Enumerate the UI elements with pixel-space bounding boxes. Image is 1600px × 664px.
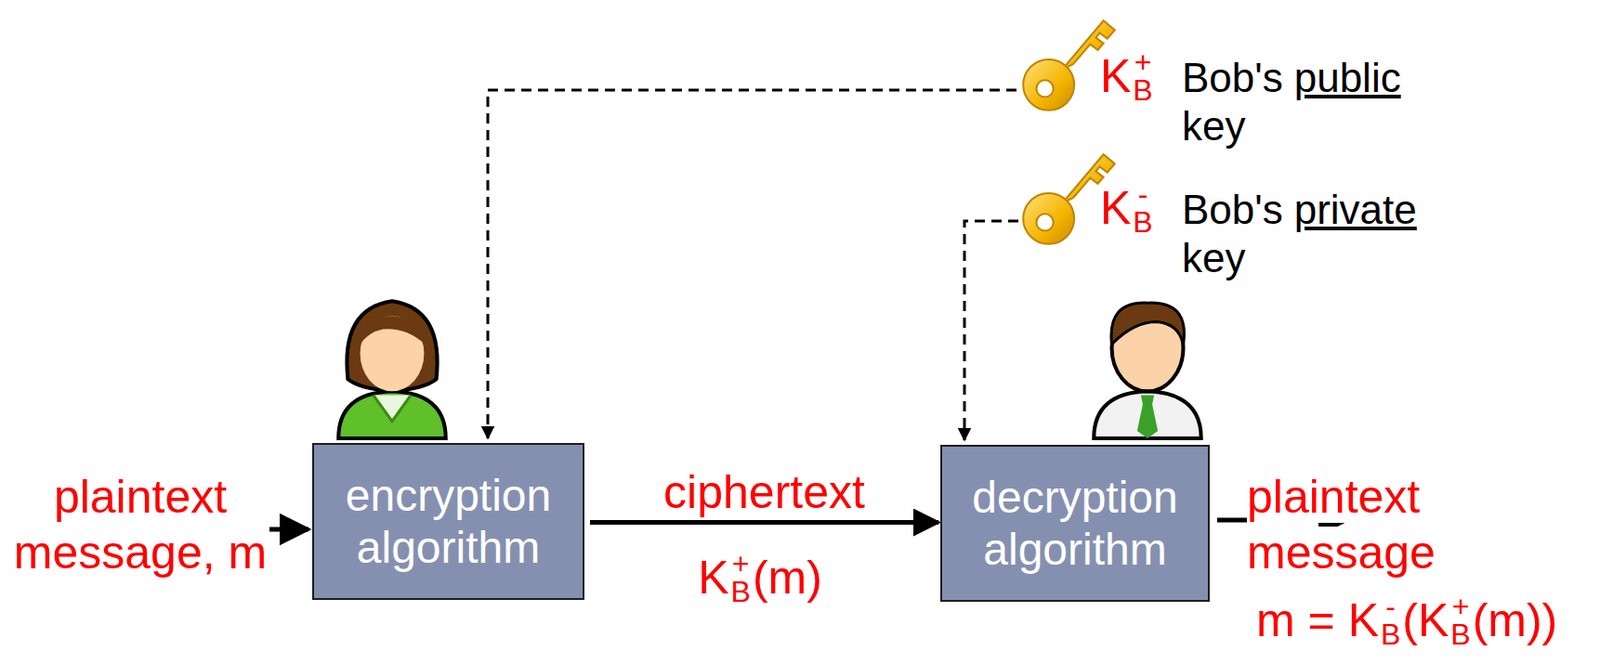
formula: K-B: [1100, 180, 1155, 237]
formula: m = K-B(K+B(m)): [1256, 592, 1558, 650]
superscript: +: [732, 550, 750, 578]
dashed-leader: [964, 221, 1019, 441]
bob-icon: [1093, 302, 1201, 439]
key-caption: Bob'spublic key: [1181, 53, 1461, 151]
subscript: B: [1380, 620, 1401, 649]
connector-arrow: [590, 520, 939, 525]
text-block: plaintext message: [1246, 469, 1489, 581]
caption-word: Bob's: [1181, 53, 1284, 103]
subscript: B: [1132, 208, 1153, 237]
key-caption: Bob'sprivate key: [1181, 185, 1461, 283]
plaintext-label: plaintext message: [1246, 471, 1436, 579]
formula-part: K: [1100, 52, 1131, 100]
dashed-leader: [487, 90, 1017, 439]
superscript: +: [1134, 48, 1153, 77]
box-label: decryption algorithm: [951, 472, 1199, 575]
sup-sub-stack: +B: [1450, 592, 1470, 650]
formula: K+B: [1100, 48, 1155, 105]
input-arrow: [269, 527, 309, 533]
sup-sub-stack: +B: [1132, 48, 1153, 105]
superscript: -: [1385, 592, 1396, 621]
formula-part: (K: [1402, 597, 1449, 644]
caption-word: key: [1181, 102, 1246, 151]
alice-icon: [338, 301, 446, 439]
subscript: B: [731, 577, 751, 606]
caption-word: Bob's: [1181, 185, 1284, 235]
caption-word: key: [1181, 234, 1246, 283]
caption-word: public: [1294, 53, 1402, 103]
formula-part: m = K: [1256, 597, 1379, 644]
superscript: -: [1138, 180, 1149, 209]
subscript: B: [1450, 620, 1470, 649]
box-label: encryption algorithm: [323, 470, 574, 573]
plaintext-label: plaintext message, m: [13, 471, 267, 579]
superscript: +: [1452, 592, 1470, 621]
formula-part: (m): [752, 554, 823, 602]
sup-sub-stack: -B: [1380, 592, 1401, 650]
process-box: decryption algorithm: [940, 445, 1210, 603]
subscript: B: [1132, 76, 1153, 105]
caption-word: private: [1294, 185, 1417, 235]
sup-sub-stack: -B: [1132, 180, 1153, 237]
formula-part: K: [1100, 184, 1131, 232]
edge-label: ciphertext: [663, 469, 866, 516]
formula: K+B(m): [697, 550, 823, 607]
text-block: plaintext message, m: [5, 469, 276, 581]
sup-sub-stack: +B: [731, 550, 751, 607]
formula-part: (m)): [1472, 597, 1559, 644]
process-box: encryption algorithm: [312, 443, 585, 601]
formula-part: K: [697, 554, 729, 602]
